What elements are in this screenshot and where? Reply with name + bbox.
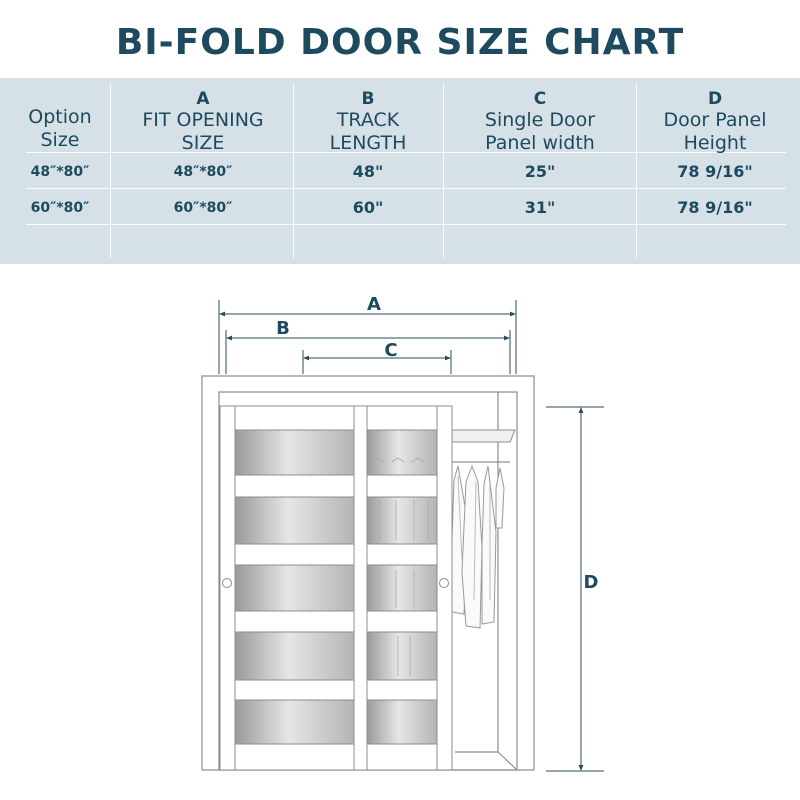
header-fit-opening: A FIT OPENING SIZE (142, 89, 264, 155)
label-a: A (367, 294, 381, 315)
page-title: BI-FOLD DOOR SIZE CHART (115, 22, 685, 63)
header-panel-height: D Door Panel Height (663, 89, 767, 155)
header-option-size: Option Size (28, 106, 92, 151)
column-divider (443, 84, 444, 258)
dimension-b (225, 330, 511, 374)
label-b: B (276, 318, 290, 339)
left-door-panel (219, 405, 355, 771)
table-cell: 60" (352, 198, 384, 217)
table-cell: 25" (524, 162, 556, 181)
dimension-a (218, 300, 517, 374)
row-divider (26, 188, 786, 189)
dimension-c (302, 350, 452, 374)
door-knob (222, 578, 232, 588)
size-table: Option Size A FIT OPENING SIZE B TRACK L… (0, 78, 800, 264)
dimension-d (546, 406, 604, 772)
table-cell: 48″*80″ (30, 164, 90, 180)
table-cell: 48" (352, 162, 384, 181)
table-cell: 60″*80″ (173, 200, 233, 216)
table-cell: 60″*80″ (30, 200, 90, 216)
hanging-clothes (451, 464, 505, 629)
column-divider (636, 84, 637, 258)
table-cell: 78 9/16" (677, 198, 753, 217)
header-track-length: B TRACK LENGTH (329, 89, 407, 155)
right-door-panel (353, 405, 453, 771)
table-cell: 78 9/16" (677, 162, 753, 181)
label-c: C (384, 340, 397, 361)
table-cell: 48″*80″ (173, 164, 233, 180)
door-knob (439, 578, 449, 588)
column-divider (110, 84, 111, 258)
label-d: D (584, 572, 599, 593)
column-divider (293, 84, 294, 258)
table-cell: 31" (524, 198, 556, 217)
row-divider (26, 152, 786, 153)
header-panel-width: C Single Door Panel width (484, 89, 596, 155)
row-divider (26, 224, 786, 225)
